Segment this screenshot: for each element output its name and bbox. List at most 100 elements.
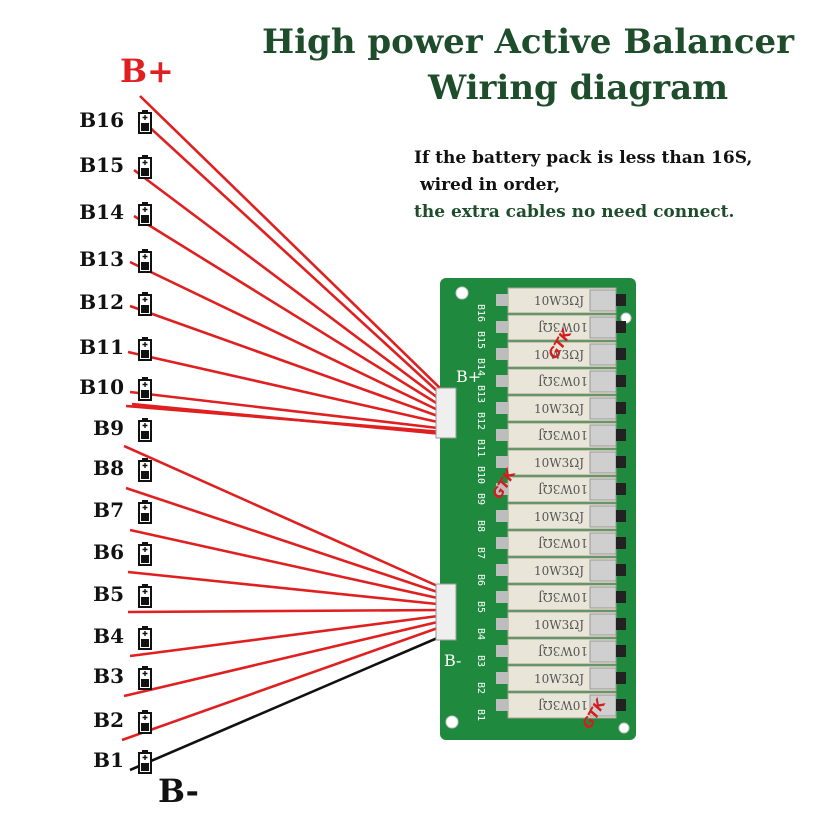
cell-label-b16: B16 [79,108,124,132]
resistor-marking: 10W3ΩJ [538,482,588,496]
silkscreen-label: B12 [475,412,486,430]
diagram-title: High power Active Balancer [262,22,795,62]
resistor-marking: 10W3ΩJ [538,536,588,550]
cell-label-b10: B10 [79,375,124,399]
resistor: 10W3ΩJ [496,584,626,611]
cell-label-b15: B15 [79,153,124,177]
diagram-subtitle: Wiring diagram [428,68,729,108]
cell-label-b1: B1 [93,748,124,772]
wire-upper [145,123,443,397]
wire-upper [129,260,443,414]
silkscreen-label: B8 [475,520,486,532]
resistor: 10W3ΩJ [496,395,626,422]
wire-lower [123,444,443,590]
board-negative-label: B- [444,651,461,670]
note-line-2: wired in order, [420,175,561,195]
resistor-marking: 10W3ΩJ [538,590,588,604]
resistor: 10W3ΩJ [496,287,626,314]
cell-label-b2: B2 [93,708,124,732]
positive-terminal-label: B+ [120,52,174,90]
resistor: 10W3ΩJ [496,692,626,719]
connector-upper [435,387,457,439]
cell-label-b8: B8 [93,456,124,480]
silkscreen-label: B15 [475,331,486,349]
cell-label-b6: B6 [93,540,124,564]
battery-icon [138,458,152,482]
wire-lower [129,528,443,601]
connector-lower [435,583,457,641]
silkscreen-label: B2 [475,682,486,694]
cell-label-b4: B4 [93,624,124,648]
resistor: 10W3ΩJ [496,314,626,341]
silkscreen-label: B10 [475,466,486,484]
battery-icon [138,750,152,774]
cell-label-b13: B13 [79,247,124,271]
resistor: 10W3ΩJ [496,368,626,395]
battery-icon [138,377,152,401]
mount-hole-top [455,286,469,300]
silkscreen-label: B6 [475,574,486,586]
silkscreen-label: B5 [475,601,486,613]
silkscreen-label: B9 [475,493,486,505]
resistor-marking: 10W3ΩJ [534,294,584,308]
wire-upper [125,404,443,434]
wire-lower [129,614,443,658]
silkscreen-label: B4 [475,628,486,640]
resistor: 10W3ΩJ [496,476,626,503]
silkscreen-label: B14 [475,358,486,376]
resistor-marking: 10W3ΩJ [538,374,588,388]
wire-lower [125,486,443,595]
resistor: 10W3ΩJ [496,422,626,449]
battery-icon [138,666,152,690]
negative-terminal-label: B- [158,772,199,810]
resistor-marking: 10W3ΩJ [534,510,584,524]
battery-icon [138,292,152,316]
board-positive-label: B+ [456,367,481,386]
resistor-marking: 10W3ΩJ [534,564,584,578]
cell-label-b12: B12 [79,290,124,314]
wire-upper [139,95,443,391]
wire-upper [129,390,443,430]
resistor: 10W3ΩJ [496,638,626,665]
cell-label-b7: B7 [93,498,124,522]
wire-lower [123,619,443,698]
cell-label-b14: B14 [79,200,124,224]
battery-icon [138,110,152,134]
silkscreen-label: B7 [475,547,486,559]
resistor: 10W3ΩJ [496,530,626,557]
resistor-bank: 10W3ΩJ10W3ΩJ10W3ΩJ10W3ΩJ10W3ΩJ10W3ΩJ10W3… [496,287,626,719]
wire-lower [127,608,443,614]
resistor-marking: 10W3ΩJ [534,402,584,416]
resistor-marking: 10W3ΩJ [534,456,584,470]
resistor-marking: 10W3ΩJ [534,618,584,632]
resistor-marking: 10W3ΩJ [538,698,588,712]
wire-negative [129,634,443,772]
cell-label-b3: B3 [93,664,124,688]
battery-icon [138,542,152,566]
battery-icon [138,710,152,734]
resistor: 10W3ΩJ [496,503,626,530]
silkscreen-label: B16 [475,304,486,322]
note-line-3: the extra cables no need connect. [414,202,735,222]
note-line-1: If the battery pack is less than 16S, [414,148,753,168]
resistor-marking: 10W3ΩJ [538,644,588,658]
cell-label-b11: B11 [79,335,124,359]
mount-hole-bottom [445,715,459,729]
resistor: 10W3ΩJ [496,665,626,692]
cell-label-b5: B5 [93,582,124,606]
wire-upper [127,350,443,425]
resistor-marking: 10W3ΩJ [534,672,584,686]
resistor: 10W3ΩJ [496,557,626,584]
battery-icon [138,249,152,273]
battery-icon [138,626,152,650]
silkscreen-label: B11 [475,439,486,457]
resistor: 10W3ΩJ [496,341,626,368]
cell-label-b9: B9 [93,416,124,440]
wire-lower [127,570,443,606]
battery-icon [138,584,152,608]
wire-upper [133,214,443,408]
silkscreen-label: B3 [475,655,486,667]
battery-icon [138,155,152,179]
